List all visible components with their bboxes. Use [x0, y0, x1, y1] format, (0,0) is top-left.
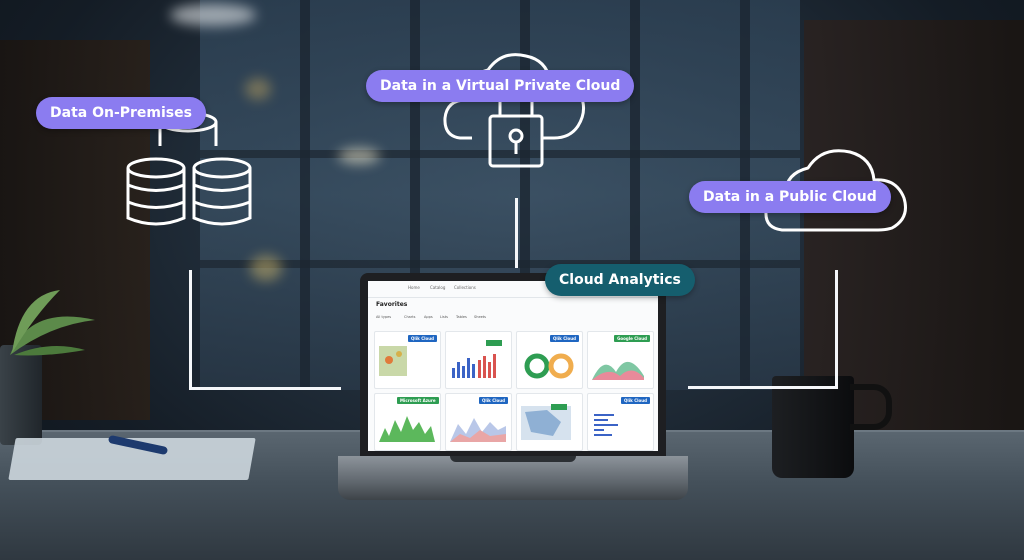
coffee-cup [772, 376, 854, 478]
dashboard-card[interactable]: Microsoft Azure [374, 393, 441, 451]
dashboard-card[interactable]: Qlik Cloud [587, 393, 654, 451]
filter-item[interactable]: Lists [440, 315, 448, 319]
connector-line-right-vertical [835, 270, 838, 388]
dashboard-card[interactable] [445, 331, 512, 389]
cloud-badge: Qlik Cloud [479, 397, 508, 404]
filter-bar: All types Charts Apps Lists Tables Sheet… [376, 315, 650, 323]
cloud-badge: Google Cloud [614, 335, 650, 342]
filter-item[interactable]: Apps [424, 315, 433, 319]
nav-item[interactable]: Catalog [430, 285, 446, 290]
cloud-badge: Qlik Cloud [550, 335, 579, 342]
dashboard-card[interactable]: Qlik Cloud [374, 331, 441, 389]
cloud-badge: Qlik Cloud [621, 397, 650, 404]
laptop-hinge [450, 456, 576, 462]
label-data-public-cloud: Data in a Public Cloud [689, 181, 891, 213]
area-chart-thumbnail-icon [592, 361, 644, 380]
label-cloud-analytics: Cloud Analytics [545, 264, 695, 296]
map-thumbnail-icon [521, 404, 571, 440]
window-mullion [520, 0, 530, 390]
window-crossbar [200, 260, 800, 268]
plant-leaves-icon [10, 290, 95, 356]
nav-item[interactable]: Home [408, 285, 420, 290]
coffee-cup-handle [850, 384, 892, 430]
window-mullion [300, 0, 310, 390]
filter-item[interactable]: Charts [404, 315, 416, 319]
filter-item[interactable]: All types [376, 315, 392, 319]
filter-item[interactable]: Sheets [474, 315, 486, 319]
laptop-base [338, 456, 688, 500]
analytics-dashboard: Home Catalog Collections Favorites All t… [368, 281, 658, 451]
background-light [250, 255, 282, 281]
connector-line-left-vertical [189, 270, 192, 390]
dashboard-nav: Home Catalog Collections [368, 281, 658, 298]
line-chart-thumbnail-icon [379, 416, 435, 442]
connector-line-left-horizontal [189, 387, 341, 390]
connector-line-center-vertical [515, 198, 518, 268]
background-light [245, 78, 271, 100]
map-thumbnail-icon [379, 346, 407, 376]
nav-item[interactable]: Collections [454, 285, 476, 290]
plant-pot [0, 345, 42, 445]
window-crossbar [200, 150, 800, 158]
database-stack-icon [126, 111, 252, 226]
cloud-badge: Qlik Cloud [408, 335, 437, 342]
dashboard-card[interactable] [516, 393, 583, 451]
bar-chart-thumbnail-icon [452, 340, 502, 378]
table-thumbnail-icon [594, 414, 618, 436]
ceiling-light [170, 4, 256, 26]
connector-line-right-horizontal [688, 386, 838, 389]
dashboard-card[interactable]: Qlik Cloud [516, 331, 583, 389]
window-mullion [410, 0, 420, 390]
background-light [338, 148, 380, 164]
dashboard-title: Favorites [376, 301, 408, 308]
window-mullion [630, 0, 640, 390]
label-data-virtual-private-cloud: Data in a Virtual Private Cloud [366, 70, 635, 102]
cloud-badge: Microsoft Azure [397, 397, 439, 404]
dashboard-card[interactable]: Google Cloud [587, 331, 654, 389]
laptop-screen: Home Catalog Collections Favorites All t… [360, 273, 666, 458]
dashboard-card[interactable]: Qlik Cloud [445, 393, 512, 451]
label-data-on-premises: Data On-Premises [36, 97, 206, 129]
cloud-padlock-icon [443, 53, 585, 168]
filter-item[interactable]: Tables [456, 315, 467, 319]
stacked-area-thumbnail-icon [450, 418, 506, 442]
donut-chart-thumbnail-icon [524, 353, 574, 379]
